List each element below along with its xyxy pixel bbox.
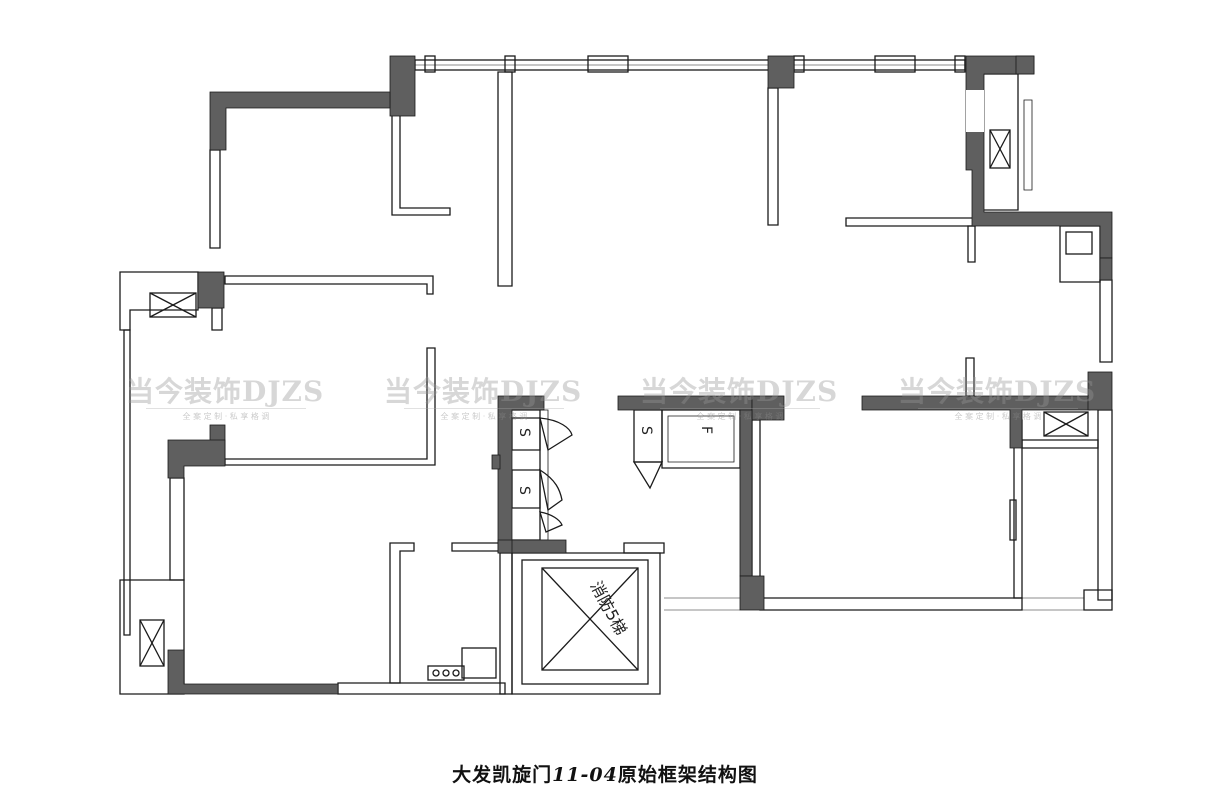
watermark: 当今装饰DJZS 全 案 定 制 · 私 享 格 调: [640, 376, 860, 426]
watermark-slogan: 全 案 定 制 · 私 享 格 调: [404, 408, 564, 422]
drawing-title: 大发凯旋门11-04原始框架结构图: [0, 760, 1210, 787]
watermark-slogan: 全 案 定 制 · 私 享 格 调: [918, 408, 1078, 422]
toilet-label: F: [698, 426, 714, 434]
watermark-brand: 当今装饰DJZS: [384, 375, 583, 408]
toilet-label: S: [638, 426, 654, 435]
watermark-brand: 当今装饰DJZS: [898, 375, 1097, 408]
title-prefix: 大发凯旋门: [452, 764, 553, 786]
watermark-brand: 当今装饰DJZS: [126, 375, 325, 408]
title-suffix: 原始框架结构图: [617, 764, 758, 786]
watermark: 当今装饰DJZS 全 案 定 制 · 私 享 格 调: [126, 376, 346, 426]
title-number: 11-04: [552, 764, 618, 786]
watermark: 当今装饰DJZS 全 案 定 制 · 私 享 格 调: [384, 376, 604, 426]
structural-columns: [167, 55, 1113, 695]
toilet-label: S: [516, 486, 532, 495]
toilet-label: S: [516, 428, 532, 437]
watermark-slogan: 全 案 定 制 · 私 享 格 调: [660, 408, 820, 422]
watermark-slogan: 全 案 定 制 · 私 享 格 调: [146, 408, 306, 422]
stair-label: 消防5梯: [586, 578, 630, 638]
watermark: 当今装饰DJZS 全 案 定 制 · 私 享 格 调: [898, 376, 1118, 426]
watermark-brand: 当今装饰DJZS: [640, 375, 839, 408]
